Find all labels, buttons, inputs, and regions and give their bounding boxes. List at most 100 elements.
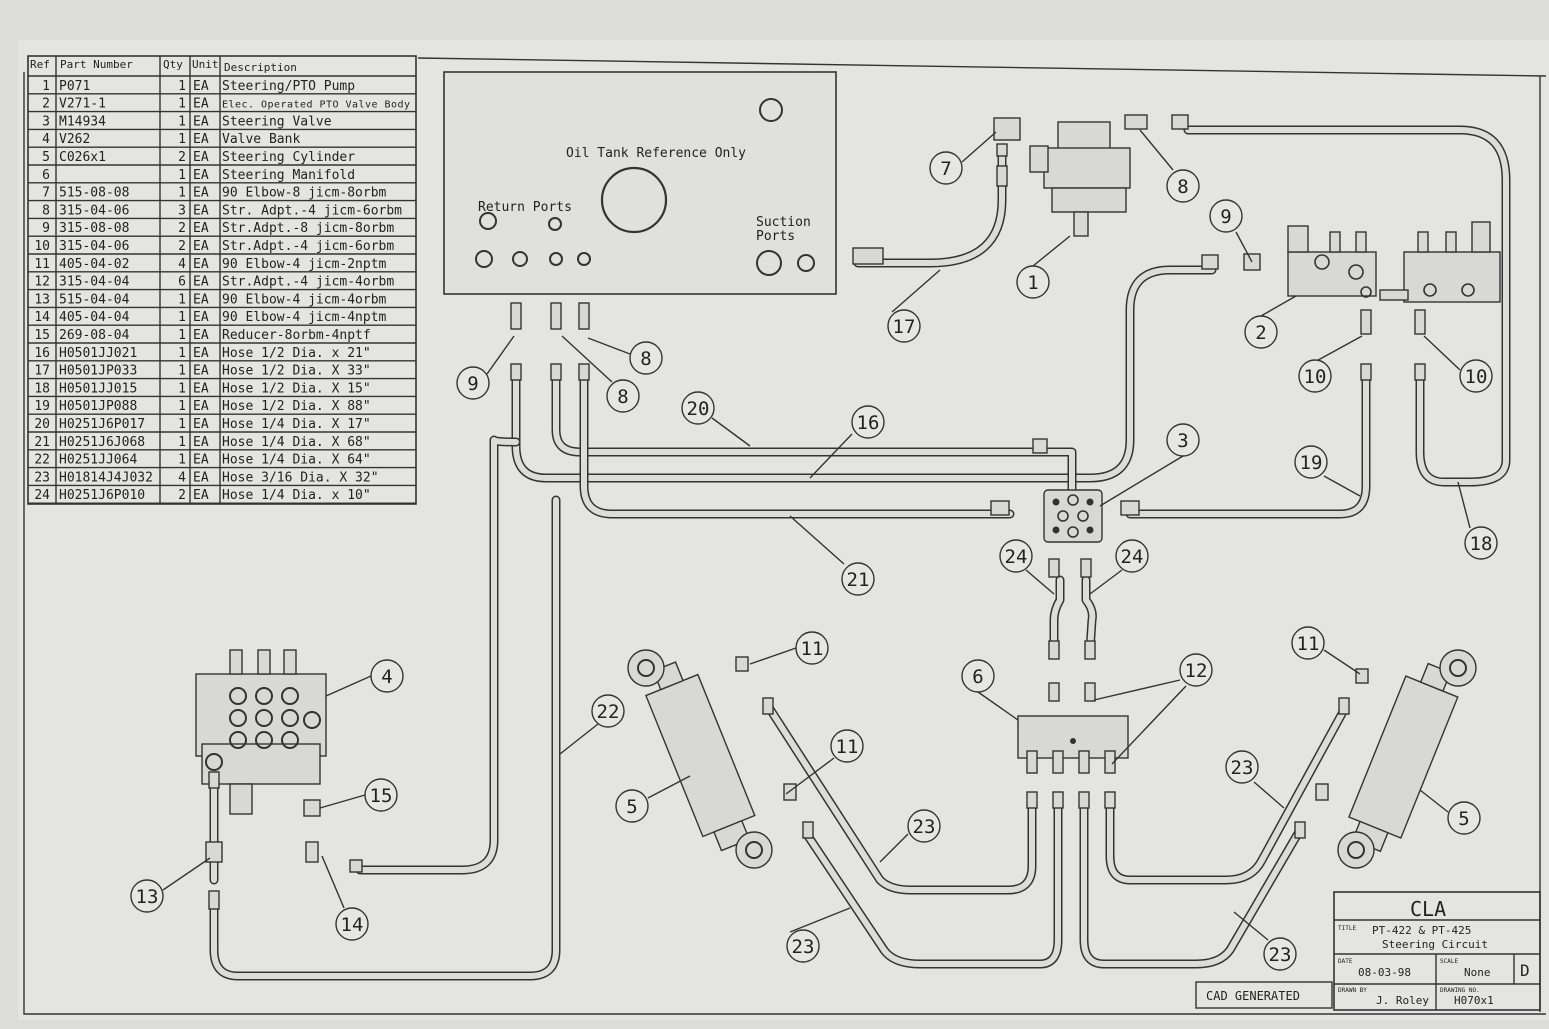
bom-unit: EA [193, 488, 209, 503]
callout-number: 16 [857, 412, 880, 434]
hose-fitting [578, 302, 590, 330]
bom-description: Hose 1/2 Dia. X 88" [222, 399, 371, 414]
bom-part-number: 515-08-08 [59, 186, 129, 201]
hose-fitting [303, 799, 321, 817]
bom-ref: 18 [34, 381, 50, 396]
callout-18: 18 [1464, 526, 1498, 560]
bom-header-qty: Qty [163, 58, 183, 71]
callout-number: 21 [847, 569, 870, 591]
bom-unit: EA [193, 79, 209, 94]
hose-fitting [1078, 750, 1090, 774]
suction-ports-label-2: Ports [756, 229, 795, 244]
bom-description: Steering Manifold [222, 168, 355, 183]
hose-22 [209, 495, 561, 981]
bom-ref: 19 [34, 399, 50, 414]
bom-qty: 1 [178, 364, 186, 379]
callout-number: 1 [1027, 272, 1038, 294]
callout-number: 10 [1465, 366, 1488, 388]
hose-fitting [990, 500, 1010, 516]
callout-number: 9 [1220, 206, 1231, 228]
bom-part-number: V262 [59, 132, 90, 147]
hose-14 [355, 435, 521, 875]
callout-number: 4 [381, 666, 392, 688]
bom-qty: 1 [178, 435, 186, 450]
hose-fitting [1315, 783, 1329, 801]
bom-description: Steering Valve [222, 114, 332, 129]
callout-number: 8 [617, 386, 628, 408]
pto-valve-body [1287, 221, 1501, 303]
callout-9: 9 [456, 366, 490, 400]
bom-part-number: H0501JJ021 [59, 346, 137, 361]
callout-16: 16 [851, 405, 885, 439]
drawn-by-tag: DRAWN BY [1338, 987, 1367, 994]
bom-unit: EA [193, 150, 209, 165]
hose-fitting [783, 783, 797, 801]
bom-description: Str. Adpt.-4 jicm-6orbm [222, 203, 402, 218]
bom-unit: EA [193, 399, 209, 414]
bom-part-number: 315-08-08 [59, 221, 129, 236]
callout-24: 24 [999, 539, 1033, 573]
hose-23d [1079, 795, 1305, 969]
callout-number: 13 [136, 886, 159, 908]
hose-fitting [510, 302, 522, 330]
bom-header-unit: Unit [192, 58, 219, 71]
hose-fitting [1338, 697, 1350, 715]
bom-description: Reducer-8orbm-4nptf [222, 328, 371, 343]
hose-24b [1081, 575, 1097, 655]
callout-23: 23 [1263, 937, 1297, 971]
bom-qty: 1 [178, 168, 186, 183]
hose-fitting [1171, 114, 1189, 130]
callout-number: 10 [1304, 366, 1327, 388]
bom-unit: EA [193, 381, 209, 396]
drawing-number: H070x1 [1454, 994, 1494, 1007]
drawing-title-1: PT-422 & PT-425 [1372, 924, 1471, 937]
sheet-border [23, 72, 1546, 1015]
sheet-border-top [417, 57, 1547, 77]
bom-qty: 6 [178, 275, 186, 290]
callout-2: 2 [1244, 315, 1278, 349]
bom-ref: 4 [42, 132, 50, 147]
bom-part-number: H0501JJ015 [59, 381, 137, 396]
hose-fitting [1104, 750, 1116, 774]
bom-qty: 2 [178, 488, 186, 503]
callout-8: 8 [1166, 169, 1200, 203]
hose-fitting [208, 771, 220, 789]
callout-4: 4 [370, 659, 404, 693]
steering-cylinder-right [1337, 649, 1477, 869]
bom-ref: 9 [42, 221, 50, 236]
callout-number: 8 [1177, 176, 1188, 198]
bom-qty: 1 [178, 114, 186, 129]
hose-fitting [1414, 363, 1426, 381]
bom-description: Hose 1/4 Dia. x 10" [222, 488, 371, 503]
callout-17: 17 [887, 309, 921, 343]
bom-qty: 1 [178, 186, 186, 201]
callout-number: 11 [801, 638, 824, 660]
bom-part-number: P071 [59, 79, 90, 94]
bom-unit: EA [193, 186, 209, 201]
callout-number: 19 [1300, 452, 1323, 474]
callout-number: 5 [626, 796, 637, 818]
bom-ref: 7 [42, 186, 50, 201]
callout-number: 15 [370, 785, 393, 807]
bom-description: Steering Cylinder [222, 150, 355, 165]
bom-description: Hose 1/4 Dia. X 17" [222, 417, 371, 432]
bom-description: 90 Elbow-8 jicm-8orbm [222, 186, 387, 201]
bom-part-number: H0251J6J068 [59, 435, 145, 450]
bom-ref: 15 [34, 328, 50, 343]
callout-number: 24 [1121, 546, 1144, 568]
steering-pto-pump [993, 117, 1131, 237]
hose-fitting [1120, 500, 1140, 516]
title-tag: TITLE [1338, 925, 1356, 932]
hose-fitting [1084, 682, 1096, 702]
hose-fitting [578, 363, 590, 381]
drawing-number-tag: DRAWING NO. [1440, 987, 1480, 994]
